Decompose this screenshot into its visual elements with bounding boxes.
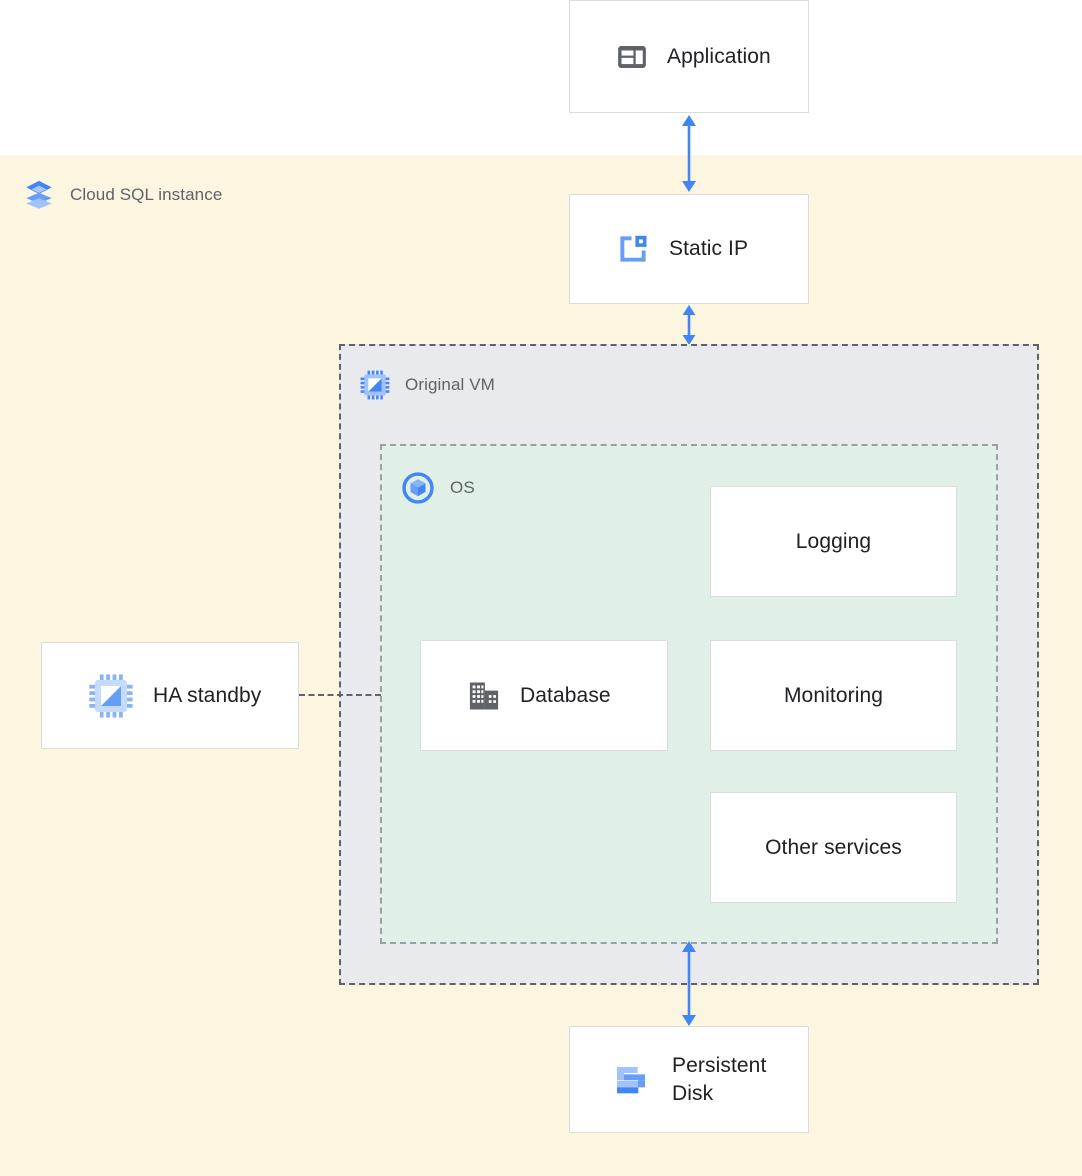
node-application-label: Application (667, 44, 771, 68)
node-monitoring-label: Monitoring (783, 683, 884, 707)
os-circle-cube-icon (400, 470, 436, 506)
node-application[interactable]: Application (569, 0, 809, 113)
node-persistent-disk-label: Persistent Disk (672, 1053, 767, 1105)
node-other-services[interactable]: Other services (710, 792, 957, 903)
node-database[interactable]: Database (420, 640, 668, 751)
node-logging[interactable]: Logging (710, 486, 957, 597)
cloud-sql-icon (22, 178, 56, 212)
cloud-sql-instance-label: Cloud SQL instance (22, 178, 222, 212)
node-static-ip[interactable]: Static IP (569, 194, 809, 304)
region-label-text: Cloud SQL instance (70, 185, 223, 204)
database-building-icon (466, 678, 502, 714)
node-persistent-disk[interactable]: Persistent Disk (569, 1026, 809, 1133)
node-other-services-label: Other services (765, 835, 902, 859)
node-database-label: Database (520, 683, 611, 707)
chip-icon (87, 672, 135, 720)
connector-application-to-static-ip (674, 113, 704, 194)
node-logging-label: Logging (795, 529, 872, 553)
static-ip-icon (615, 231, 651, 267)
node-monitoring[interactable]: Monitoring (710, 640, 957, 751)
node-ha-standby-label: HA standby (153, 683, 262, 707)
connector-static-ip-to-vm (674, 304, 704, 346)
application-icon (615, 40, 649, 74)
os-label: OS (400, 470, 475, 506)
node-ha-standby[interactable]: HA standby (41, 642, 299, 749)
connector-ha-standby-to-os (299, 694, 381, 696)
original-vm-label: Original VM (359, 369, 495, 401)
original-vm-label-text: Original VM (405, 375, 495, 394)
persistent-disk-icon (612, 1060, 652, 1100)
connector-os-to-persistent-disk (674, 940, 704, 1028)
chip-icon (359, 369, 391, 401)
node-static-ip-label: Static IP (669, 237, 749, 261)
os-label-text: OS (450, 478, 475, 497)
